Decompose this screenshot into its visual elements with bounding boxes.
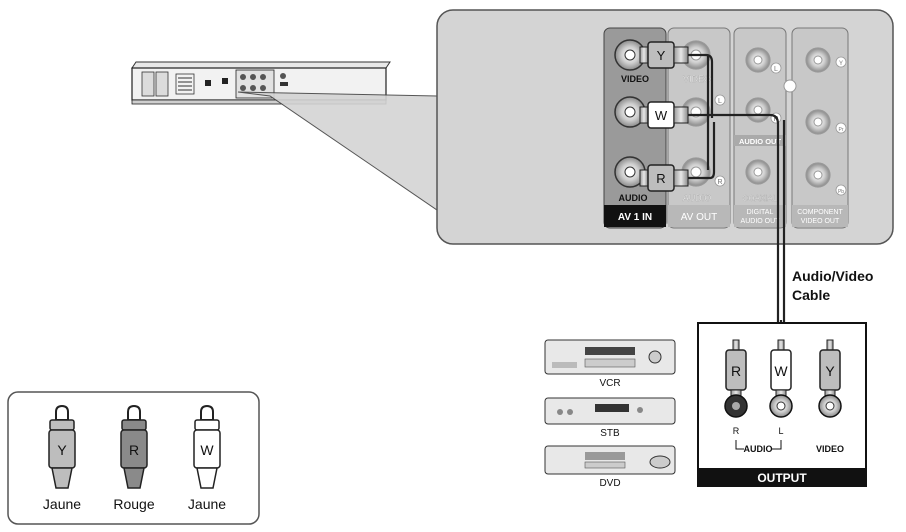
label-digital-2: AUDIO OUT [741, 218, 781, 225]
mark-audio-out-r: R [773, 116, 778, 123]
svg-text:R: R [129, 442, 139, 458]
svg-text:R: R [731, 363, 741, 379]
jack-output-r [724, 394, 748, 418]
device-vcr-label: VCR [599, 378, 620, 389]
jack-component-pr [805, 109, 831, 135]
mark-av-out-l: L [718, 98, 722, 105]
label-av-out-audio: AUDIO [683, 193, 712, 203]
color-legend: Y Jaune R Rouge W Jaune [7, 391, 260, 525]
legend-caption-3: Jaune [188, 496, 226, 512]
label-av-in-video: VIDEO [621, 74, 649, 84]
jack-audio-out-l [745, 47, 771, 73]
jack-output-l [769, 394, 793, 418]
jack-audio-l-in [614, 96, 646, 128]
plug-panel-r: R [639, 164, 689, 192]
label-av-out-video: VIDEO [683, 74, 711, 84]
svg-text:W: W [774, 363, 788, 379]
svg-text:Y: Y [657, 48, 666, 63]
device-dvd-label: DVD [599, 478, 620, 489]
output-label-l: L [778, 426, 783, 436]
legend-plug-w: W Jaune [188, 404, 226, 512]
output-box: OUTPUT R W Y [697, 322, 867, 487]
jack-output-video [818, 394, 842, 418]
svg-text:W: W [200, 442, 214, 458]
legend-plug-y: Y Jaune [43, 404, 81, 512]
jack-audio-out-r [745, 97, 771, 123]
label-audio-out: AUDIO OUT [739, 137, 782, 146]
mark-component-y: Y [839, 61, 843, 67]
jack-coaxial [745, 159, 771, 185]
legend-caption-1: Jaune [43, 496, 81, 512]
mark-component-pb: Pb [838, 189, 844, 195]
legend-plug-r: R Rouge [113, 404, 155, 512]
output-label-video: VIDEO [816, 444, 844, 454]
mark-audio-out-l: L [774, 66, 778, 73]
output-label-audio: AUDIO [744, 444, 773, 454]
label-component-2: VIDEO OUT [801, 218, 840, 225]
legend-caption-2: Rouge [113, 496, 154, 512]
jack-component-y [805, 47, 831, 73]
label-digital-1: DIGITAL [747, 209, 774, 216]
label-coaxial: COAXIAL [743, 194, 778, 203]
device-vcr: VCR [544, 339, 676, 389]
output-label-r: R [733, 426, 740, 436]
plug-panel-w: W [639, 101, 689, 129]
jack-component-pb [805, 162, 831, 188]
plug-panel-y: Y [639, 41, 689, 69]
zoom-callout [237, 91, 438, 211]
mark-av-out-r: R [717, 179, 722, 186]
svg-text:W: W [655, 108, 668, 123]
device-stb: STB [544, 397, 676, 439]
label-av-in-title: AV 1 IN [618, 212, 652, 223]
cable-label-line1: Audio/Video [792, 268, 873, 284]
svg-text:R: R [656, 171, 665, 186]
device-dvd: DVD [544, 445, 676, 489]
cable-label-line2: Cable [792, 287, 830, 303]
plug-output-y: Y [819, 339, 841, 401]
label-av-in-audio: AUDIO [619, 193, 648, 203]
svg-text:Y: Y [57, 442, 67, 458]
label-av-out-title: AV OUT [681, 212, 717, 223]
mark-component-pr: Pr [839, 127, 844, 133]
svg-text:Y: Y [825, 363, 835, 379]
label-component-1: COMPONENT [797, 209, 843, 216]
output-title: OUTPUT [757, 471, 807, 485]
device-stb-label: STB [600, 428, 620, 439]
